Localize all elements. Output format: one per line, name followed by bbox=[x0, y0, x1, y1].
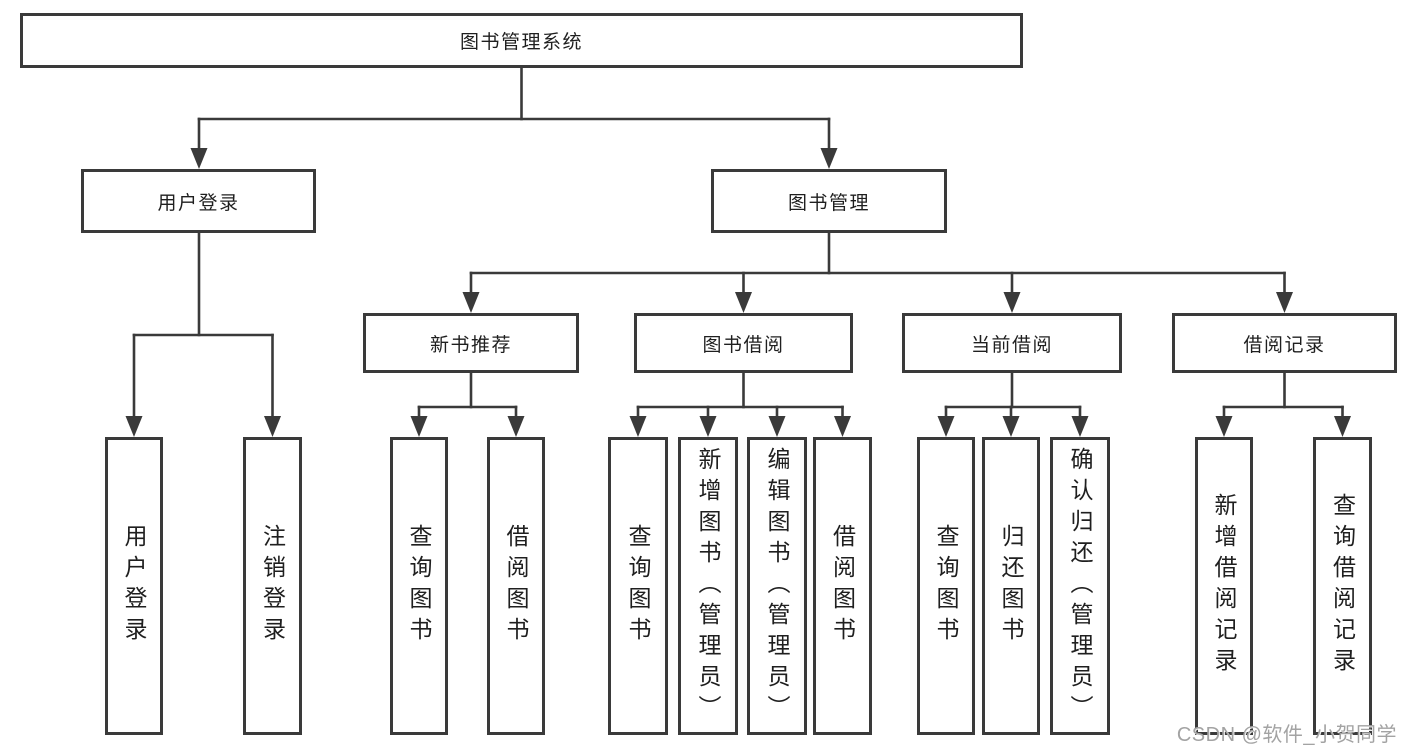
node-current-borrowing: 当前借阅 bbox=[902, 313, 1122, 373]
node-label: 用户登录 bbox=[121, 524, 147, 648]
leaf-rec-query-books: 查询图书 bbox=[390, 437, 448, 735]
csdn-watermark: CSDN @软件_小贺同学 bbox=[1176, 724, 1397, 746]
node-label: 查询图书 bbox=[625, 524, 651, 648]
node-user-login: 用户登录 bbox=[81, 169, 316, 233]
leaf-cb-confirm-return-admin: 确认归还（管理员） bbox=[1050, 437, 1110, 735]
node-label: 新增借阅记录 bbox=[1211, 493, 1237, 679]
node-borrowing-records: 借阅记录 bbox=[1172, 313, 1397, 373]
node-label: 当前借阅 bbox=[970, 334, 1053, 356]
leaf-bb-query-books: 查询图书 bbox=[608, 437, 668, 735]
leaf-br-add-record: 新增借阅记录 bbox=[1195, 437, 1253, 735]
node-book-management: 图书管理 bbox=[711, 169, 947, 233]
leaf-logout: 注销登录 bbox=[243, 437, 302, 735]
leaf-cb-return-books: 归还图书 bbox=[982, 437, 1040, 735]
node-label: 编辑图书（管理员） bbox=[764, 446, 790, 726]
node-label: 注销登录 bbox=[259, 524, 286, 648]
node-label: 借阅记录 bbox=[1243, 334, 1326, 356]
node-book-borrowing: 图书借阅 bbox=[634, 313, 853, 373]
leaf-cb-query-books: 查询图书 bbox=[917, 437, 975, 735]
node-label: 用户登录 bbox=[157, 192, 240, 214]
leaf-bb-edit-books-admin: 编辑图书（管理员） bbox=[747, 437, 807, 735]
leaf-br-query-record: 查询借阅记录 bbox=[1313, 437, 1372, 735]
node-label: 新增图书（管理员） bbox=[695, 446, 721, 726]
node-label: 查询图书 bbox=[933, 524, 959, 648]
leaf-user-login: 用户登录 bbox=[105, 437, 163, 735]
node-new-book-recommend: 新书推荐 bbox=[363, 313, 579, 373]
node-label: 归还图书 bbox=[998, 524, 1024, 648]
leaf-bb-add-books-admin: 新增图书（管理员） bbox=[678, 437, 738, 735]
node-root-system: 图书管理系统 bbox=[20, 13, 1023, 68]
node-label: 图书借阅 bbox=[702, 334, 785, 356]
leaf-rec-borrow-books: 借阅图书 bbox=[487, 437, 545, 735]
node-label: 新书推荐 bbox=[429, 334, 512, 356]
node-label: 借阅图书 bbox=[503, 524, 529, 648]
leaf-bb-borrow-books: 借阅图书 bbox=[813, 437, 872, 735]
node-label: 借阅图书 bbox=[829, 524, 856, 648]
node-label: 图书管理 bbox=[787, 192, 870, 214]
node-label: 查询借阅记录 bbox=[1329, 493, 1356, 679]
node-label: 确认归还（管理员） bbox=[1067, 446, 1093, 726]
node-label: 查询图书 bbox=[406, 524, 432, 648]
node-label: 图书管理系统 bbox=[459, 32, 583, 53]
